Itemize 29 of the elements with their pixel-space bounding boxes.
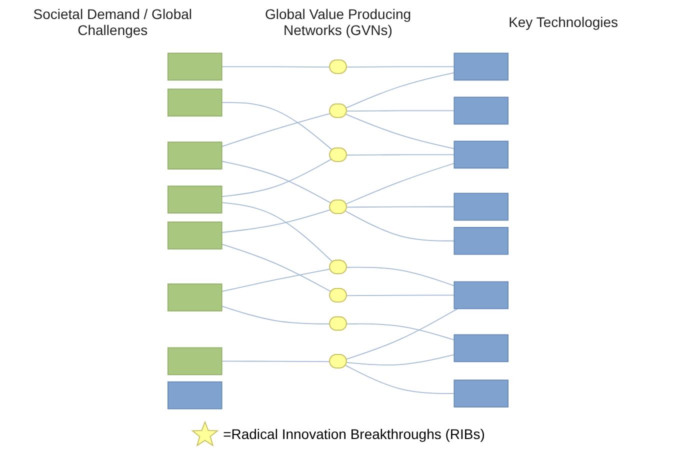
- connector: [221, 209, 331, 233]
- connector: [346, 308, 458, 360]
- connector: [345, 210, 455, 242]
- connector: [221, 306, 330, 324]
- connector: [221, 102, 333, 150]
- connector: [221, 360, 330, 362]
- connector: [346, 154, 455, 156]
- column-heading: Global Value Producing Networks (GVNs): [264, 6, 412, 38]
- connector: [221, 268, 331, 292]
- column-heading: Key Technologies: [508, 14, 620, 30]
- connector: [346, 323, 455, 340]
- connector: [346, 266, 455, 286]
- connector: [345, 364, 455, 394]
- column-heading: Societal Demand / Global Challenges: [32, 6, 194, 38]
- connector: [346, 114, 455, 150]
- connector: [221, 158, 332, 198]
- connector: [346, 206, 455, 208]
- connector: [346, 66, 455, 68]
- connector: [346, 162, 455, 204]
- connector: [221, 202, 334, 262]
- connector: [346, 294, 455, 296]
- connector: [221, 66, 330, 68]
- connector: [346, 354, 455, 366]
- connector: [346, 72, 455, 108]
- legend-text: =Radical Innovation Breakthroughs (RIBs): [223, 426, 485, 442]
- connector: [346, 110, 455, 112]
- connector: [221, 112, 331, 148]
- connector: [221, 244, 332, 292]
- connector: [221, 160, 332, 204]
